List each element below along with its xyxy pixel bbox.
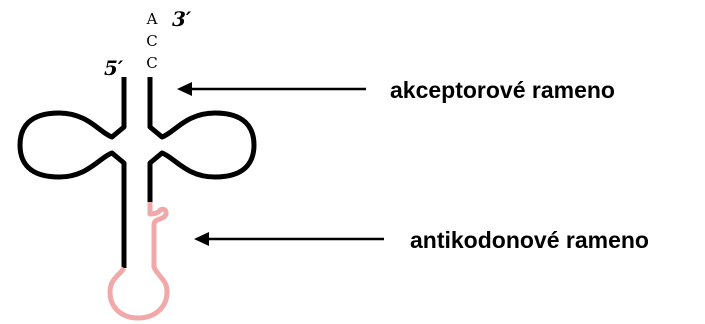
label-5-prime: 5′: [104, 56, 124, 80]
cca-letter-c2: C: [146, 54, 157, 72]
arrow-anticodon: [194, 232, 384, 246]
label-3-prime: 3′: [172, 7, 192, 31]
trna-right-outline: [147, 77, 257, 202]
trna-left-outline: [17, 77, 127, 268]
anticodon-loop: [107, 202, 170, 321]
trna-structure: [17, 77, 257, 321]
cca-end: A C C: [146, 10, 158, 72]
cca-letter-c1: C: [146, 32, 157, 50]
label-anticodon-arm: antikodonové rameno: [410, 227, 649, 253]
label-acceptor-arm: akceptorové rameno: [390, 77, 615, 103]
arrow-acceptor: [177, 82, 366, 96]
cca-letter-a: A: [146, 10, 158, 28]
